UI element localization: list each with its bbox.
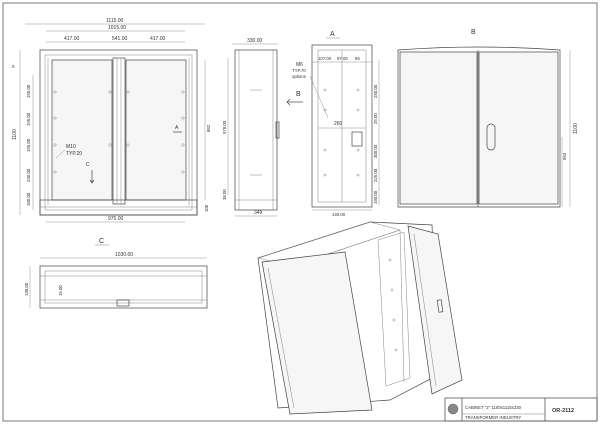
dim-a-top-3: 65 — [355, 56, 360, 61]
dim-a-right-2: 25.00 — [373, 113, 378, 124]
dim-inner-width: 1015.00 — [108, 25, 126, 31]
company-name: TRANSFORMER INDUSTRY — [465, 415, 521, 420]
isometric-view — [257, 221, 463, 415]
dim-b-handle: 553 — [562, 152, 567, 160]
dim-c-depth: 130.00 — [24, 282, 29, 296]
right-door — [125, 59, 187, 201]
dim-side-inner-height: 978.00 — [222, 120, 227, 134]
section-c-body — [39, 265, 208, 309]
dim-left-mark-2: 195.00 — [26, 112, 31, 126]
section-c-view: C 1030.00 130.00 15.00 — [24, 238, 208, 309]
dim-right-door: 417.00 — [150, 36, 166, 42]
axis-letter-x: x — [12, 64, 15, 70]
view-b-right-door — [478, 51, 559, 205]
note-bolt-typ: TYP.20 — [66, 151, 82, 157]
dim-left-mark-4: 230.00 — [26, 168, 31, 182]
side-view: 330.00 978.00 38.00 349 B — [222, 38, 303, 217]
iso-left-door — [261, 251, 373, 415]
section-a-lock — [351, 131, 363, 147]
dim-a-top-1: 107.00 — [318, 56, 332, 61]
note-m6-typ: TYP.70 — [292, 68, 306, 73]
dim-a-right-4: 225.00 — [373, 168, 378, 182]
dim-a-center: 260 — [334, 121, 343, 127]
left-door — [51, 59, 113, 201]
section-a-view: A 107.00 97.00 65 M6 TYP.70 options 260 … — [292, 31, 380, 217]
arrow-a-label: A — [175, 125, 179, 131]
dim-mullion: 541.00 — [112, 36, 128, 42]
note-m6-options: options — [292, 74, 306, 79]
center-mullion — [112, 57, 126, 205]
dim-left-door: 417.00 — [64, 36, 80, 42]
dim-a-bottom: 140.00 — [332, 212, 346, 217]
title-block: CABINET "2" 1100x1115x330 TRANSFORMER IN… — [444, 397, 598, 422]
section-c-label: C — [99, 238, 104, 245]
arrow-c-label: C — [86, 162, 90, 168]
dim-bottom-width: 975.00 — [108, 216, 124, 222]
dim-side-bottom: 349 — [254, 210, 263, 216]
view-b-left-door — [399, 51, 478, 205]
side-body — [234, 49, 278, 211]
drawing-title: CABINET "2" 1100x1115x330 — [465, 405, 522, 410]
iso-right-door — [407, 225, 463, 395]
front-view: 1115.00 1015.00 417.00 541.00 417.00 x 1… — [12, 18, 211, 223]
dim-side-depth: 330.00 — [247, 38, 263, 44]
side-hinge — [275, 121, 280, 139]
dim-left-mark-1: 195.00 — [26, 84, 31, 98]
iso-handle — [436, 299, 444, 313]
dim-side-low: 38.00 — [222, 189, 227, 200]
dim-a-right-5: 190.00 — [373, 190, 378, 204]
dim-b-height: 1100 — [573, 123, 579, 134]
arrow-b-label: B — [296, 91, 301, 98]
dim-bottom-right: 100 — [204, 204, 209, 212]
drawing-code: OR-2112 — [552, 408, 574, 414]
note-m6: M6 — [296, 62, 303, 68]
dim-c-width: 1030.00 — [115, 252, 133, 258]
view-b: B 1100 553 — [397, 29, 579, 208]
dim-overall-width: 1115.00 — [106, 18, 124, 24]
dim-c-inner: 15.00 — [58, 285, 63, 296]
dim-left-mark-5: 180.00 — [26, 192, 31, 206]
dim-left-mark-3: 195.00 — [26, 138, 31, 152]
view-b-handle — [486, 123, 496, 151]
dim-a-top-2: 97.00 — [337, 56, 348, 61]
dim-right-mark: 882 — [206, 124, 211, 132]
company-logo — [447, 403, 459, 415]
section-a-body — [311, 44, 373, 208]
note-bolt: M10 — [66, 144, 76, 150]
view-b-label: B — [471, 29, 476, 36]
section-a-label: A — [330, 31, 335, 38]
view-b-body — [397, 46, 561, 208]
dim-a-right-3: 300.00 — [373, 144, 378, 158]
dim-height: 1100 — [12, 129, 18, 140]
dim-a-right-1: 250.00 — [373, 84, 378, 98]
